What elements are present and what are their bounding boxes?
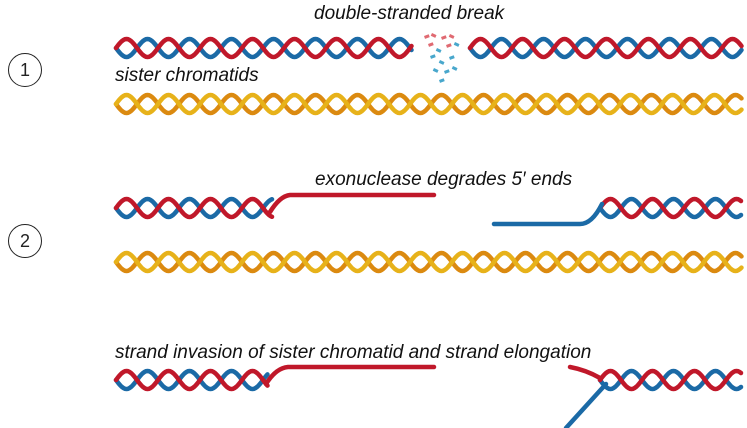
step1-sister-chromatid <box>113 92 744 116</box>
step3-chromatid-right <box>597 368 744 392</box>
step2-left-3prime-overhang <box>267 192 437 215</box>
step2-chromatid-right-strand-b <box>597 196 744 220</box>
strand-invasion-label: strand invasion of sister chromatid and … <box>112 342 595 364</box>
fragment-6 <box>435 48 442 53</box>
fragment-5 <box>428 42 434 47</box>
step2-sister-chromatid <box>113 250 744 274</box>
step1-sister-chromatid-strand-a <box>113 92 744 116</box>
step3-chromatid-right-strand-a <box>597 368 744 392</box>
fragment-4 <box>448 33 455 39</box>
degraded-fragments <box>424 32 460 83</box>
step1-chromatid-right-strand-a <box>467 36 744 60</box>
fragment-15 <box>439 78 445 83</box>
step2-right-3prime-overhang <box>491 201 605 227</box>
step2-chromatid-left-strand-b <box>113 196 275 220</box>
fragment-8 <box>453 41 460 47</box>
step2-chromatid-right <box>597 196 744 220</box>
fragment-11 <box>449 55 455 60</box>
step-1-marker: 1 <box>8 53 42 87</box>
step2-chromatid-left <box>113 196 275 220</box>
step-1-number: 1 <box>19 59 30 80</box>
fragment-12 <box>432 68 439 73</box>
step-2-marker: 2 <box>8 224 42 258</box>
fragment-10 <box>438 60 445 65</box>
sister-chromatids-label: sister chromatids <box>112 65 262 87</box>
step1-chromatid-right <box>467 36 744 60</box>
step2-chromatid-left-strand-a <box>113 196 275 220</box>
double-stranded-break-label: double-stranded break <box>311 3 508 25</box>
fragment-7 <box>446 43 452 48</box>
step3-chromatid-left-strand-a <box>113 368 270 392</box>
single-strand-overhangs <box>263 192 609 428</box>
fragment-13 <box>444 69 450 74</box>
helices-layer <box>113 36 744 392</box>
exonuclease-label: exonuclease degrades 5′ ends <box>312 169 576 191</box>
step1-chromatid-left-strand-a <box>113 36 414 60</box>
step-2-number: 2 <box>19 230 30 251</box>
fragment-14 <box>451 66 458 71</box>
fragment-2 <box>430 32 437 38</box>
fragment-9 <box>430 54 436 59</box>
step2-sister-chromatid-strand-a <box>113 250 744 274</box>
fragment-1 <box>424 34 430 39</box>
step3-chromatid-left <box>113 368 270 392</box>
step1-chromatid-left <box>113 36 414 60</box>
step3-right-red-strand <box>567 364 603 381</box>
step3-left-overhang <box>263 364 437 387</box>
step2-chromatid-right-strand-a <box>597 196 744 220</box>
fragment-3 <box>440 35 447 40</box>
step1-chromatid-right-strand-b <box>467 36 744 60</box>
step3-chromatid-right-strand-b <box>597 368 744 392</box>
step3-invading-strand <box>563 381 609 428</box>
